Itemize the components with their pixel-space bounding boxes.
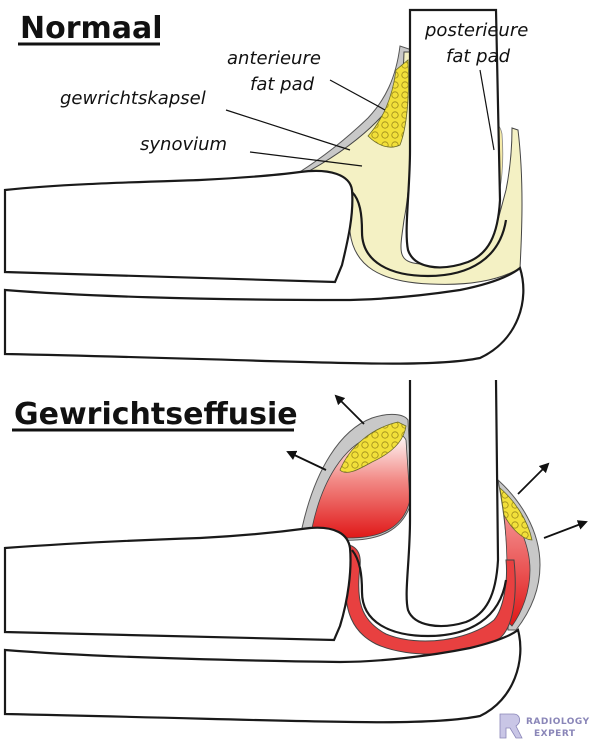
- effusion-panel-title: Gewrichtseffusie: [14, 397, 298, 432]
- effusion-ulna-curve: [351, 549, 508, 638]
- arrow-right: [543, 520, 588, 539]
- effusion-panel: Gewrichtseffusie: [3, 379, 588, 724]
- normal-anterior-fat-pad: [367, 59, 409, 148]
- watermark-line2: EXPERT: [534, 729, 576, 739]
- label-joint-capsule: gewrichtskapsel: [60, 88, 206, 109]
- normal-panel: Normaal anterieure fat pad posterieure f…: [3, 8, 528, 365]
- label-posterior-fat-pad-line1: posterieure: [424, 20, 528, 41]
- leader-posterior-fat-pad: [479, 69, 495, 151]
- effusion-posterior-fat-pad: [499, 486, 533, 541]
- arrow-up-right: [517, 462, 550, 495]
- normal-humerus: [405, 8, 502, 269]
- leader-anterior-fat-pad: [329, 79, 386, 111]
- effusion-forearm-upper: [3, 526, 352, 642]
- label-anterior-fat-pad-line2: fat pad: [250, 74, 315, 95]
- label-posterior-fat-pad-line2: fat pad: [446, 46, 511, 67]
- watermark-logo-icon: [499, 713, 523, 739]
- label-anterior-fat-pad-line1: anterieure: [227, 48, 321, 69]
- normal-synovial-fluid: [298, 51, 523, 285]
- effusion-synovial-band: [335, 544, 516, 655]
- arrow-up-left: [334, 394, 365, 425]
- normal-panel-title: Normaal: [20, 11, 163, 46]
- leader-joint-capsule: [225, 109, 351, 151]
- effusion-humerus: [405, 379, 500, 628]
- label-synovium: synovium: [140, 134, 227, 155]
- effusion-anterior-fat-pad: [339, 421, 407, 473]
- leader-synovium: [249, 151, 363, 167]
- normal-forearm-upper: [3, 169, 354, 284]
- radiology-expert-watermark: RADIOLOGY EXPERT: [499, 713, 590, 739]
- effusion-forearm-lower: [3, 628, 522, 724]
- watermark-line1: RADIOLOGY: [526, 717, 590, 727]
- arrow-left: [286, 450, 327, 471]
- normal-forearm-lower: [3, 266, 525, 365]
- normal-ulna-curve: [351, 191, 508, 278]
